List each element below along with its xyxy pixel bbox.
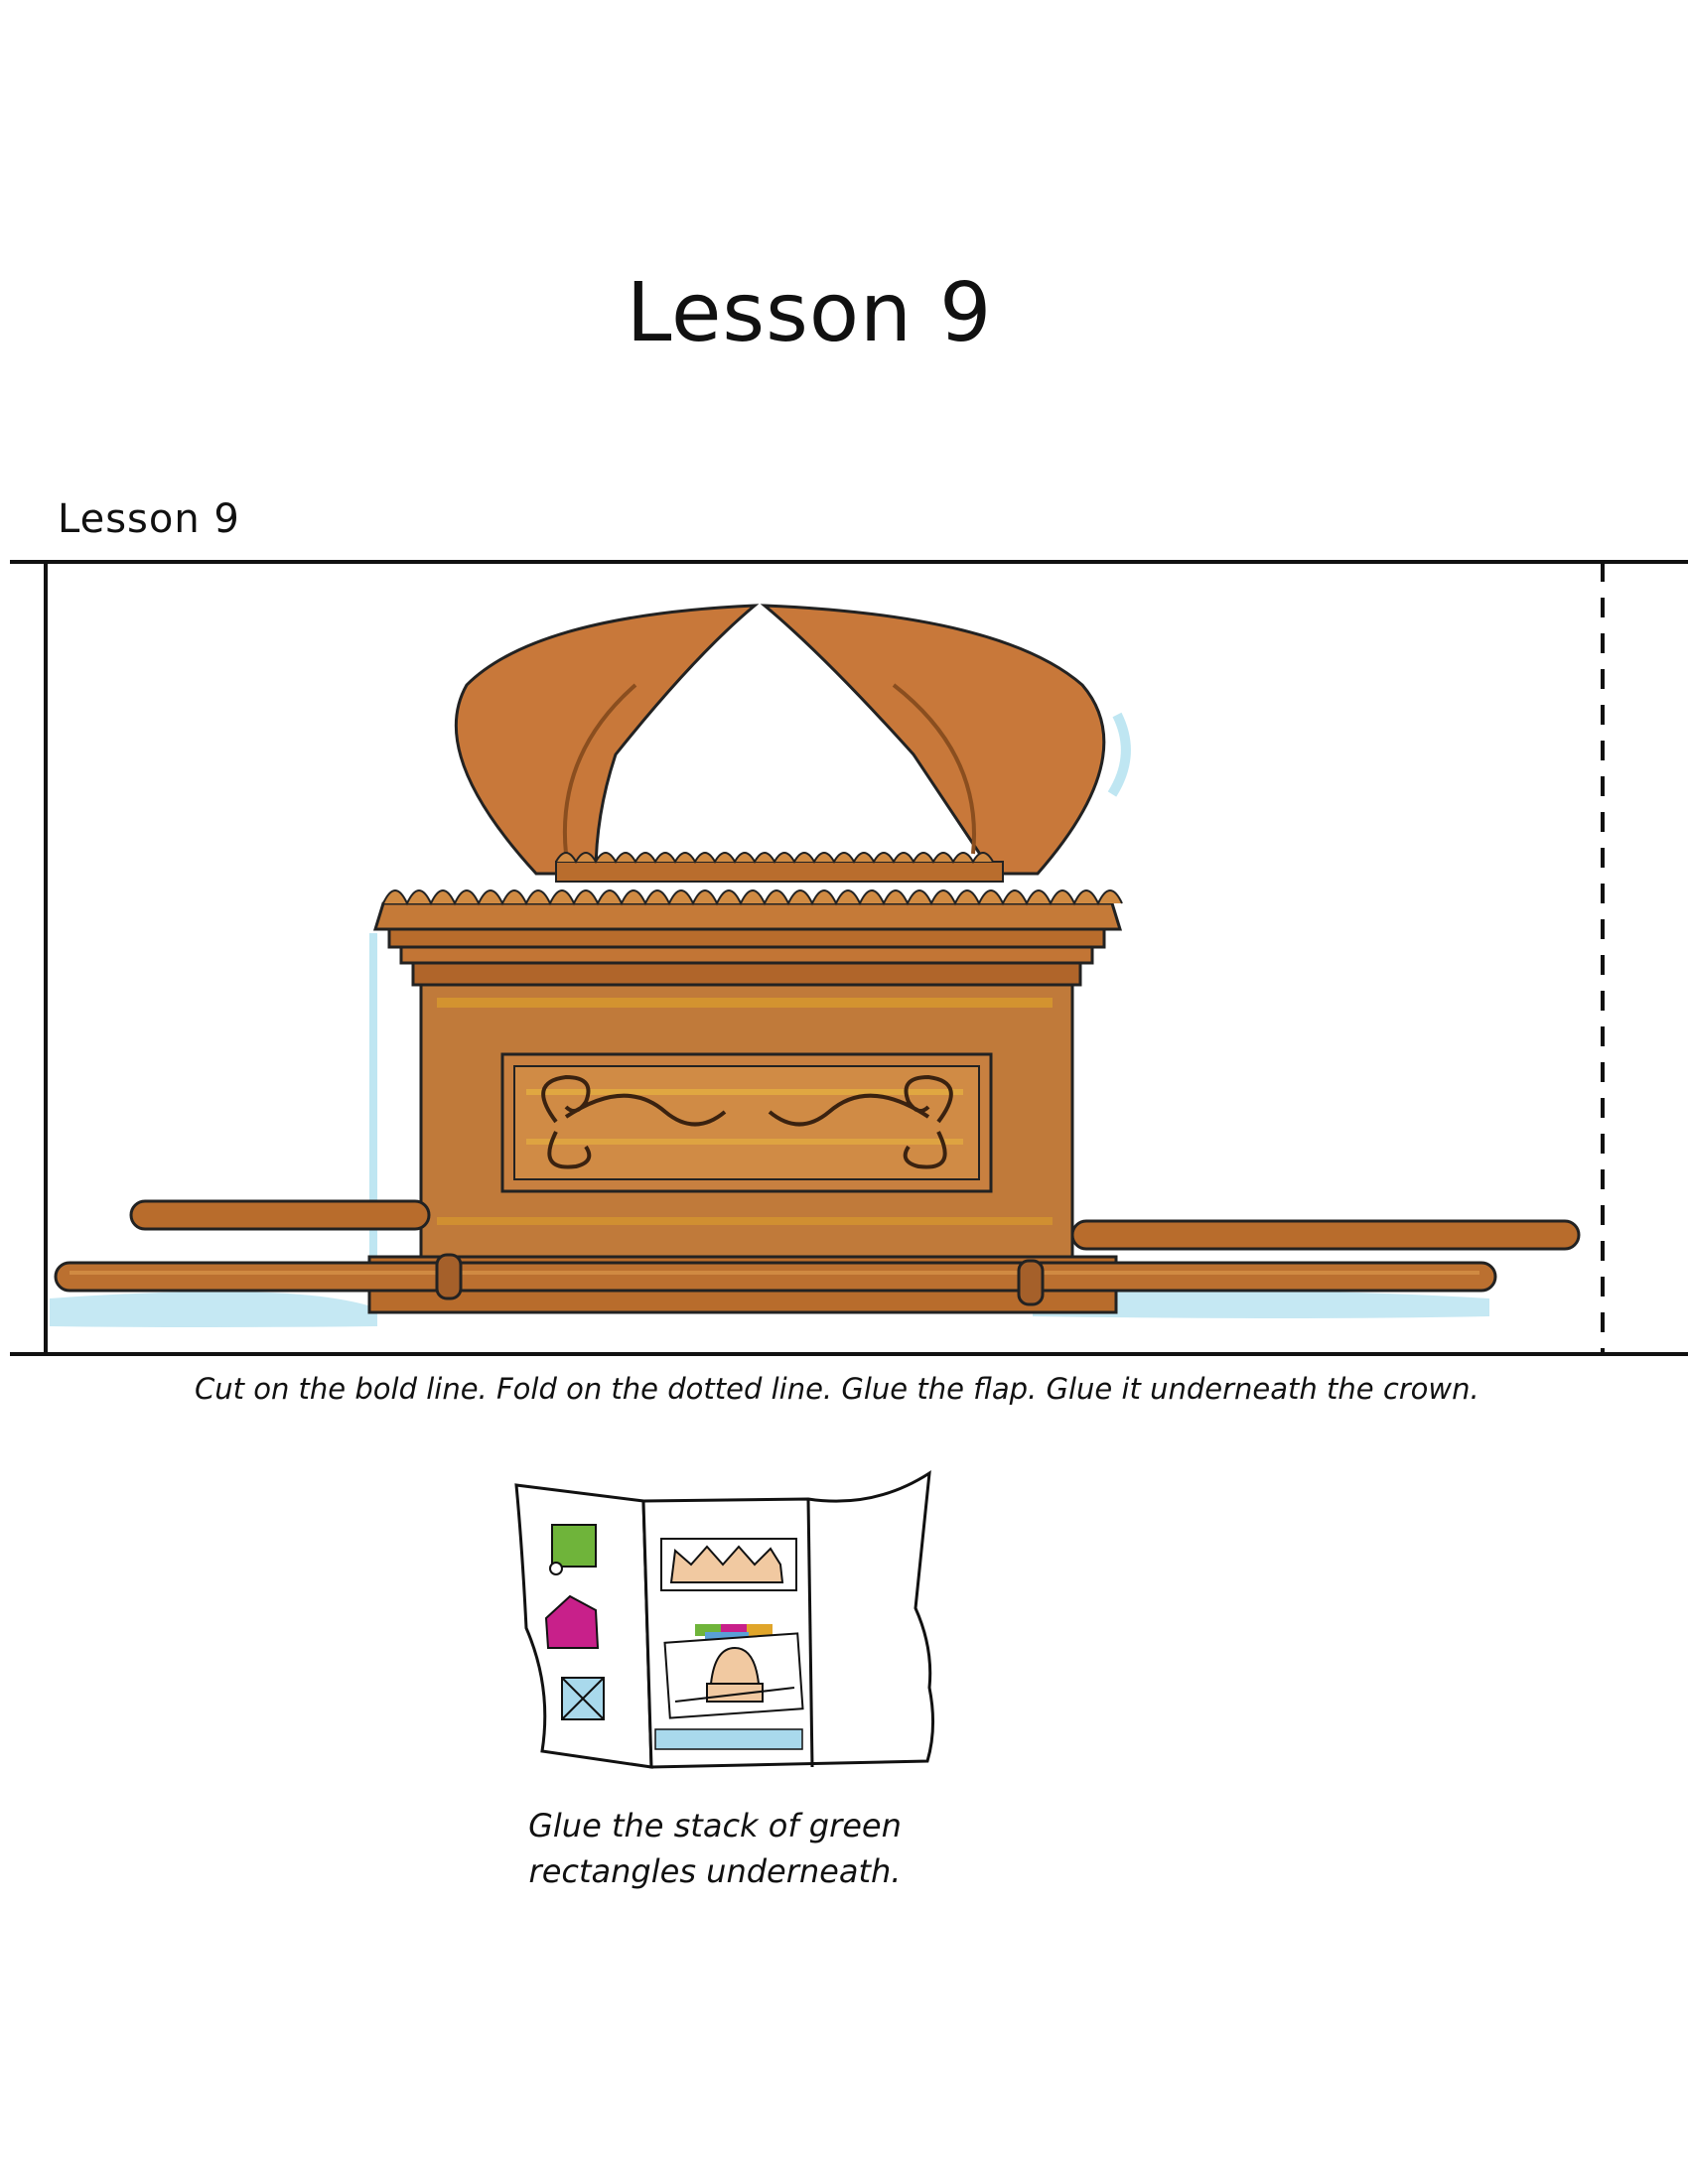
caption-line-2: rectangles underneath. (528, 1852, 902, 1890)
caption-line-1: Glue the stack of green (528, 1807, 902, 1844)
card-lesson-label: Lesson 9 (58, 496, 240, 542)
cut-lines (10, 560, 1688, 1356)
diagram-caption: Glue the stack of green rectangles under… (467, 1803, 963, 1894)
folded-lapbook-diagram-icon (514, 1470, 935, 1769)
cut-fold-instructions: Cut on the bold line. Fold on the dotted… (195, 1372, 1479, 1406)
ark-of-the-covenant-icon (50, 604, 1581, 1327)
page-title: Lesson 9 (626, 266, 993, 360)
